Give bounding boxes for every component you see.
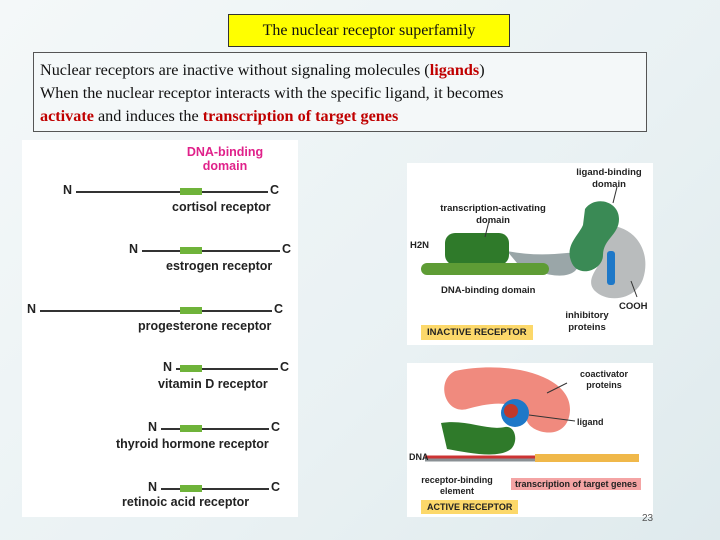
dbd-segment — [180, 188, 202, 195]
coactivator-label: coactivator proteins — [579, 369, 629, 390]
active-receptor-illustration — [425, 367, 639, 462]
dna-label: DNA — [409, 452, 429, 462]
ligand-label: ligand — [577, 417, 604, 427]
slide-title: The nuclear receptor superfamily — [228, 14, 510, 47]
inactive-receptor-panel: ligand-binding domain transcription-acti… — [407, 163, 653, 345]
receptor-line — [40, 310, 272, 312]
c-terminus: C — [271, 420, 281, 434]
n-terminus: N — [27, 302, 37, 316]
pointer-line — [528, 414, 576, 422]
c-terminus: C — [280, 360, 290, 374]
dna-binding-label: DNA-binding domain — [441, 285, 536, 296]
dbd-segment — [180, 365, 202, 372]
receptor-binding-label: receptor-binding element — [421, 475, 493, 496]
pointer-line — [546, 382, 568, 394]
inactive-receptor-illustration — [421, 186, 646, 299]
n-terminus: N — [129, 242, 139, 256]
c-terminus: C — [271, 480, 281, 494]
ligand-binding-domain — [569, 201, 619, 272]
dbd-segment — [180, 307, 202, 314]
n-terminus: N — [148, 420, 158, 434]
receptor-name: progesterone receptor — [138, 319, 272, 333]
target-genes-segment — [535, 454, 639, 462]
receptor-body — [441, 422, 516, 455]
n-terminus: N — [148, 480, 158, 494]
dna-binding-domain — [421, 263, 549, 275]
blue-segment — [607, 251, 615, 285]
c-terminus: C — [282, 242, 292, 256]
n-terminus: N — [163, 360, 173, 374]
pointer-line — [484, 220, 490, 238]
receptor-name: estrogen receptor — [166, 259, 273, 273]
c-terminus: C — [270, 183, 280, 197]
cooh-label: COOH — [619, 301, 648, 312]
inhibitory-label: inhibitory proteins — [565, 310, 609, 333]
ligands-term: ligands — [429, 61, 480, 79]
page-number: 23 — [642, 513, 654, 524]
receptor-line — [76, 191, 268, 193]
transcription-label: transcription of target genes — [511, 478, 642, 490]
intro-line1: Nuclear receptors are inactive without s… — [40, 61, 430, 79]
intro-text: Nuclear receptors are inactive without s… — [33, 52, 647, 132]
activate-term: activate — [40, 107, 94, 125]
receptor-name: cortisol receptor — [172, 200, 271, 214]
dbd-segment — [180, 247, 202, 254]
dbd-segment — [180, 485, 202, 492]
active-receptor-panel: coactivator proteins ligand DNA receptor… — [407, 363, 653, 517]
ligand-binding-label: ligand-binding domain — [576, 167, 642, 190]
receptor-line — [161, 428, 269, 430]
intro-line1-end: ) — [479, 61, 485, 79]
intro-line2: When the nuclear receptor interacts with… — [40, 84, 504, 102]
receptor-name: thyroid hormone receptor — [116, 437, 269, 451]
receptor-line — [161, 488, 269, 490]
dbd-segment — [180, 425, 202, 432]
receptor-name: retinoic acid receptor — [122, 495, 250, 509]
receptor-line — [142, 250, 280, 252]
inactive-badge: INACTIVE RECEPTOR — [421, 325, 533, 340]
dbd-label: DNA-binding domain — [186, 145, 264, 173]
transcription-activating-label: transcription-activating domain — [440, 203, 546, 226]
receptor-line — [176, 368, 278, 370]
c-terminus: C — [274, 302, 284, 316]
pointer-line — [612, 186, 618, 204]
transcription-activating-domain — [445, 233, 509, 265]
active-badge: ACTIVE RECEPTOR — [421, 500, 519, 514]
pointer-line — [630, 280, 638, 298]
ligand-core — [504, 404, 518, 418]
n-terminus: N — [63, 183, 73, 197]
transcription-term: transcription of target genes — [202, 107, 399, 125]
intro-line3: and induces the — [93, 107, 203, 125]
h2n-label: H2N — [410, 240, 430, 251]
receptor-name: vitamin D receptor — [158, 377, 268, 391]
receptor-family-panel: DNA-binding domain N C cortisol receptor… — [22, 140, 298, 517]
